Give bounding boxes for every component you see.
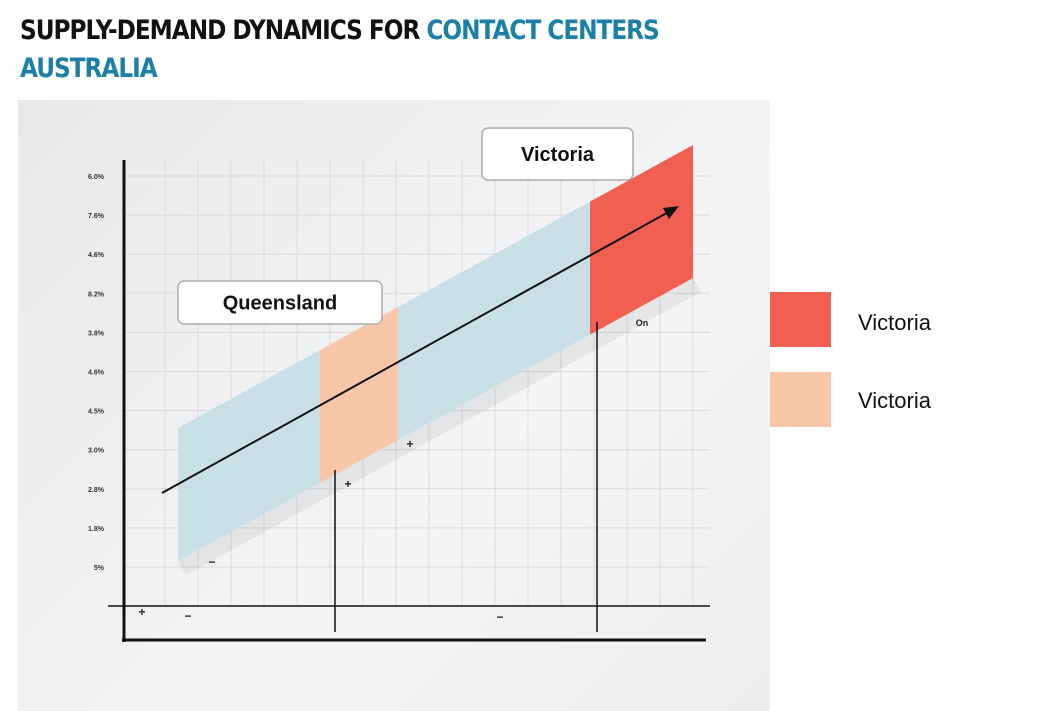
legend-label: Victoria	[858, 310, 931, 335]
title-line2: AUSTRALIA	[20, 53, 158, 84]
y-tick-label: 3.0%	[88, 448, 105, 455]
annotation: +	[138, 605, 145, 619]
legend-swatch-red	[770, 292, 831, 347]
callout-label: Victoria	[521, 144, 595, 166]
y-tick-label: 5%	[94, 565, 105, 572]
annotation: −	[208, 555, 215, 569]
y-tick-label: 2.8%	[88, 487, 105, 494]
y-tick-label: 8.2%	[88, 291, 105, 298]
y-tick-label: 6.0%	[88, 174, 105, 181]
annotation: +	[406, 437, 413, 451]
annotation: −	[184, 609, 191, 623]
title-highlight: CONTACT CENTERS	[426, 15, 659, 46]
callout-box	[481, 127, 634, 181]
trend-arrow	[161, 208, 675, 494]
band-segment	[590, 145, 693, 335]
arrow-head-icon	[663, 206, 679, 219]
annotation: On	[636, 318, 649, 328]
y-tick-label: 4.5%	[88, 409, 105, 416]
callout-box	[177, 280, 383, 325]
y-tick-label: 4.6%	[88, 370, 105, 377]
y-tick-label: 7.6%	[88, 213, 105, 220]
band-shadow	[178, 278, 701, 575]
band-segment	[178, 349, 320, 561]
band-segment	[398, 201, 590, 441]
legend-label: Victoria	[858, 388, 931, 413]
chart-title: SUPPLY-DEMAND DYNAMICS FOR CONTACT CENTE…	[20, 12, 660, 88]
legend-swatch-peach	[770, 372, 831, 427]
y-tick-label: 1.8%	[88, 526, 105, 533]
title-part1: SUPPLY-DEMAND DYNAMICS FOR	[20, 15, 427, 46]
y-tick-label: 3.8%	[88, 330, 105, 337]
callout-label: Queensland	[223, 293, 337, 315]
annotation: −	[496, 610, 503, 624]
band-segment	[320, 307, 398, 483]
y-tick-label: 4.6%	[88, 252, 105, 259]
annotation: +	[344, 477, 351, 491]
